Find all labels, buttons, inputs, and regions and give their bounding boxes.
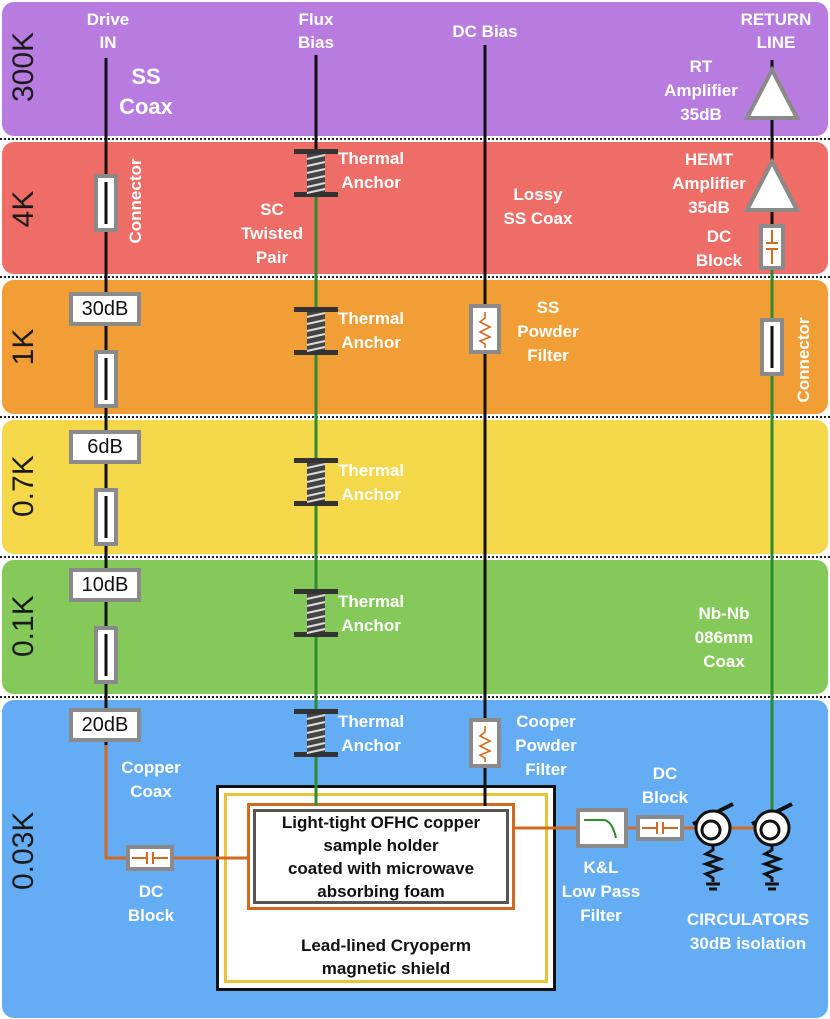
stage-band-300k xyxy=(2,2,828,136)
connector-label-right: Connector xyxy=(794,317,813,403)
thermal-anchor xyxy=(293,708,339,758)
thermal-anchor-label: Thermal Anchor xyxy=(338,149,405,192)
thermal-anchor xyxy=(293,148,339,198)
attenuator: 6dB xyxy=(69,430,141,464)
shield-label: Lead-lined Cryoperm magnetic shield xyxy=(300,936,472,978)
drive-in-heading: Drive IN xyxy=(86,10,130,52)
attenuator: 30dB xyxy=(69,292,141,326)
hemt-amplifier xyxy=(743,157,801,212)
dc-block-label: DC Block xyxy=(641,764,689,807)
dc-block xyxy=(126,845,174,871)
hemt-amplifier-label: HEMT Amplifier 35dB xyxy=(672,150,746,217)
connector xyxy=(94,350,118,408)
powder-filter xyxy=(469,718,501,768)
ss-powder-filter-label: SS Powder Filter xyxy=(517,298,579,365)
dc-block xyxy=(636,815,684,841)
dc-block-label: DC Block xyxy=(695,227,743,270)
attenuator: 10dB xyxy=(69,568,141,602)
thermal-anchor xyxy=(293,588,339,638)
connector xyxy=(760,318,784,376)
stage-separator xyxy=(0,696,830,698)
thermal-anchor-label: Thermal Anchor xyxy=(338,592,405,635)
stage-band-4k xyxy=(2,142,828,274)
thermal-anchor xyxy=(293,457,339,507)
dc-block xyxy=(759,224,785,270)
connector xyxy=(94,174,118,232)
nb-coax-label: Nb-Nb 086mm Coax xyxy=(694,604,754,671)
flux-bias-heading: Flux Bias xyxy=(298,10,334,52)
return-line-heading: RETURN LINE xyxy=(740,10,812,52)
connector xyxy=(94,488,118,546)
dc-bias-heading: DC Bias xyxy=(452,22,518,41)
connector-label-left: Connector xyxy=(126,158,145,244)
circulators-label: CIRCULATORS 30dB isolation xyxy=(686,910,810,953)
circulator xyxy=(750,802,794,891)
rt-amplifier xyxy=(743,65,801,120)
dc-block-label: DC Block xyxy=(127,882,175,925)
sample-holder: Light-tight OFHC copper sample holder co… xyxy=(247,803,515,910)
powder-filter xyxy=(469,304,501,354)
sample-holder-label: Light-tight OFHC copper sample holder co… xyxy=(253,809,509,904)
stage-separator xyxy=(0,138,830,140)
connector xyxy=(94,626,118,684)
thermal-anchor-label: Thermal Anchor xyxy=(338,712,405,755)
circulator xyxy=(691,802,735,891)
stage-separator xyxy=(0,556,830,558)
low-pass-filter xyxy=(576,808,628,848)
thermal-anchor xyxy=(293,306,339,356)
thermal-anchor-label: Thermal Anchor xyxy=(338,461,405,504)
copper-coax-label: Copper Coax xyxy=(121,758,181,801)
cooper-powder-filter-label: Cooper Powder Filter xyxy=(515,712,577,779)
lossy-ss-coax-label: Lossy SS Coax xyxy=(503,185,573,228)
sc-twisted-pair-label: SC Twisted Pair xyxy=(240,200,304,267)
ss-coax-label: SS Coax xyxy=(119,64,173,119)
thermal-anchor-label: Thermal Anchor xyxy=(338,309,405,352)
attenuator: 20dB xyxy=(69,708,141,742)
stage-separator xyxy=(0,416,830,418)
kl-filter-label: K&L Low Pass Filter xyxy=(561,858,641,925)
stage-separator xyxy=(0,276,830,278)
rt-amplifier-label: RT Amplifier 35dB xyxy=(664,57,738,124)
